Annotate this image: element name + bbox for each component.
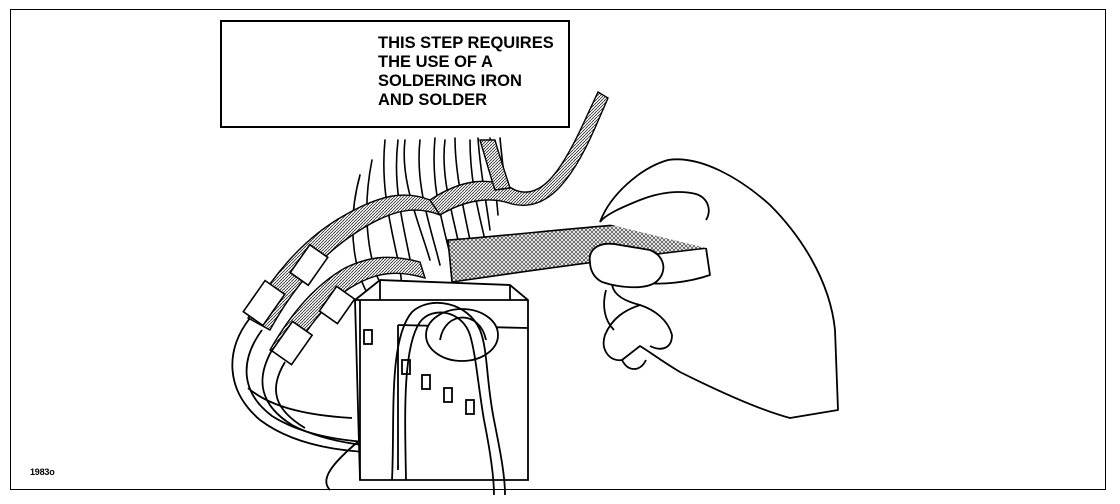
- callout-line-3: SOLDERING IRON: [378, 72, 522, 90]
- callout-text: THIS STEP REQUIRES THE USE OF A SOLDERIN…: [378, 34, 568, 110]
- figure-id: 1983o: [30, 467, 55, 477]
- callout-line-1: THIS STEP REQUIRES: [378, 34, 554, 52]
- hand: [588, 158, 839, 419]
- connector-housing: [354, 279, 529, 481]
- warning-callout: THIS STEP REQUIRES THE USE OF A SOLDERIN…: [220, 20, 570, 128]
- callout-line-2: THE USE OF A: [378, 53, 493, 71]
- front-wires: [391, 302, 506, 496]
- callout-line-4: AND SOLDER: [378, 91, 488, 109]
- heat-shrink-bands: [242, 243, 356, 366]
